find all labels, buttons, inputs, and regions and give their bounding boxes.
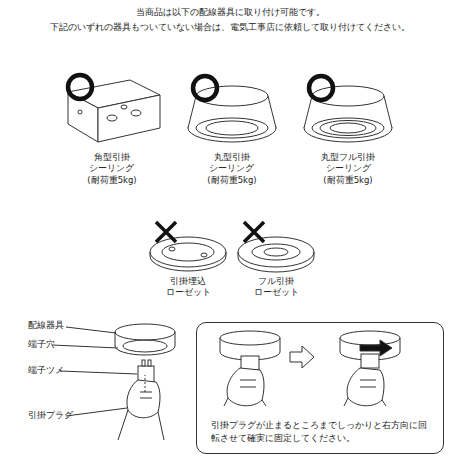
round-full-ceiling	[304, 76, 392, 142]
rotation-steps	[220, 331, 400, 406]
square-ceiling	[68, 75, 160, 142]
embedded-rosette	[150, 222, 226, 271]
fixture-caption: 引掛埋込 ローゼット	[166, 276, 211, 299]
note-text: 下記のいずれの器具もついていない場合は、電気工事店に依頼して取り付けてください。	[50, 21, 410, 33]
full-rosette	[238, 222, 314, 272]
fixture-caption: 角型引掛 シーリング (耐荷重5kg)	[87, 152, 136, 186]
round-ceiling	[188, 76, 276, 142]
fixture-caption: 丸型フル引掛 シーリング (耐荷重5kg)	[321, 152, 375, 186]
plug-illustration	[52, 324, 175, 440]
fixture-caption: フル引掛 ローゼット	[254, 276, 299, 299]
part-name: 配線器具	[28, 320, 64, 331]
instruction-box: 引掛プラグが止まるところまでしっかりと右方向に回転させて確実に固定してください。	[196, 322, 444, 454]
note-text: 当商品は以下の配線器具に取り付け可能です。	[136, 6, 325, 18]
instruction-text: 引掛プラグが止まるところまでしっかりと右方向に回転させて確実に固定してください。	[197, 419, 443, 453]
part-name: 端子穴	[28, 339, 55, 350]
fixture-caption: 丸型引掛 シーリング (耐荷重5kg)	[207, 152, 256, 186]
part-name: 端子ツメ	[28, 365, 64, 376]
part-name: 引掛プラグ	[28, 410, 73, 421]
